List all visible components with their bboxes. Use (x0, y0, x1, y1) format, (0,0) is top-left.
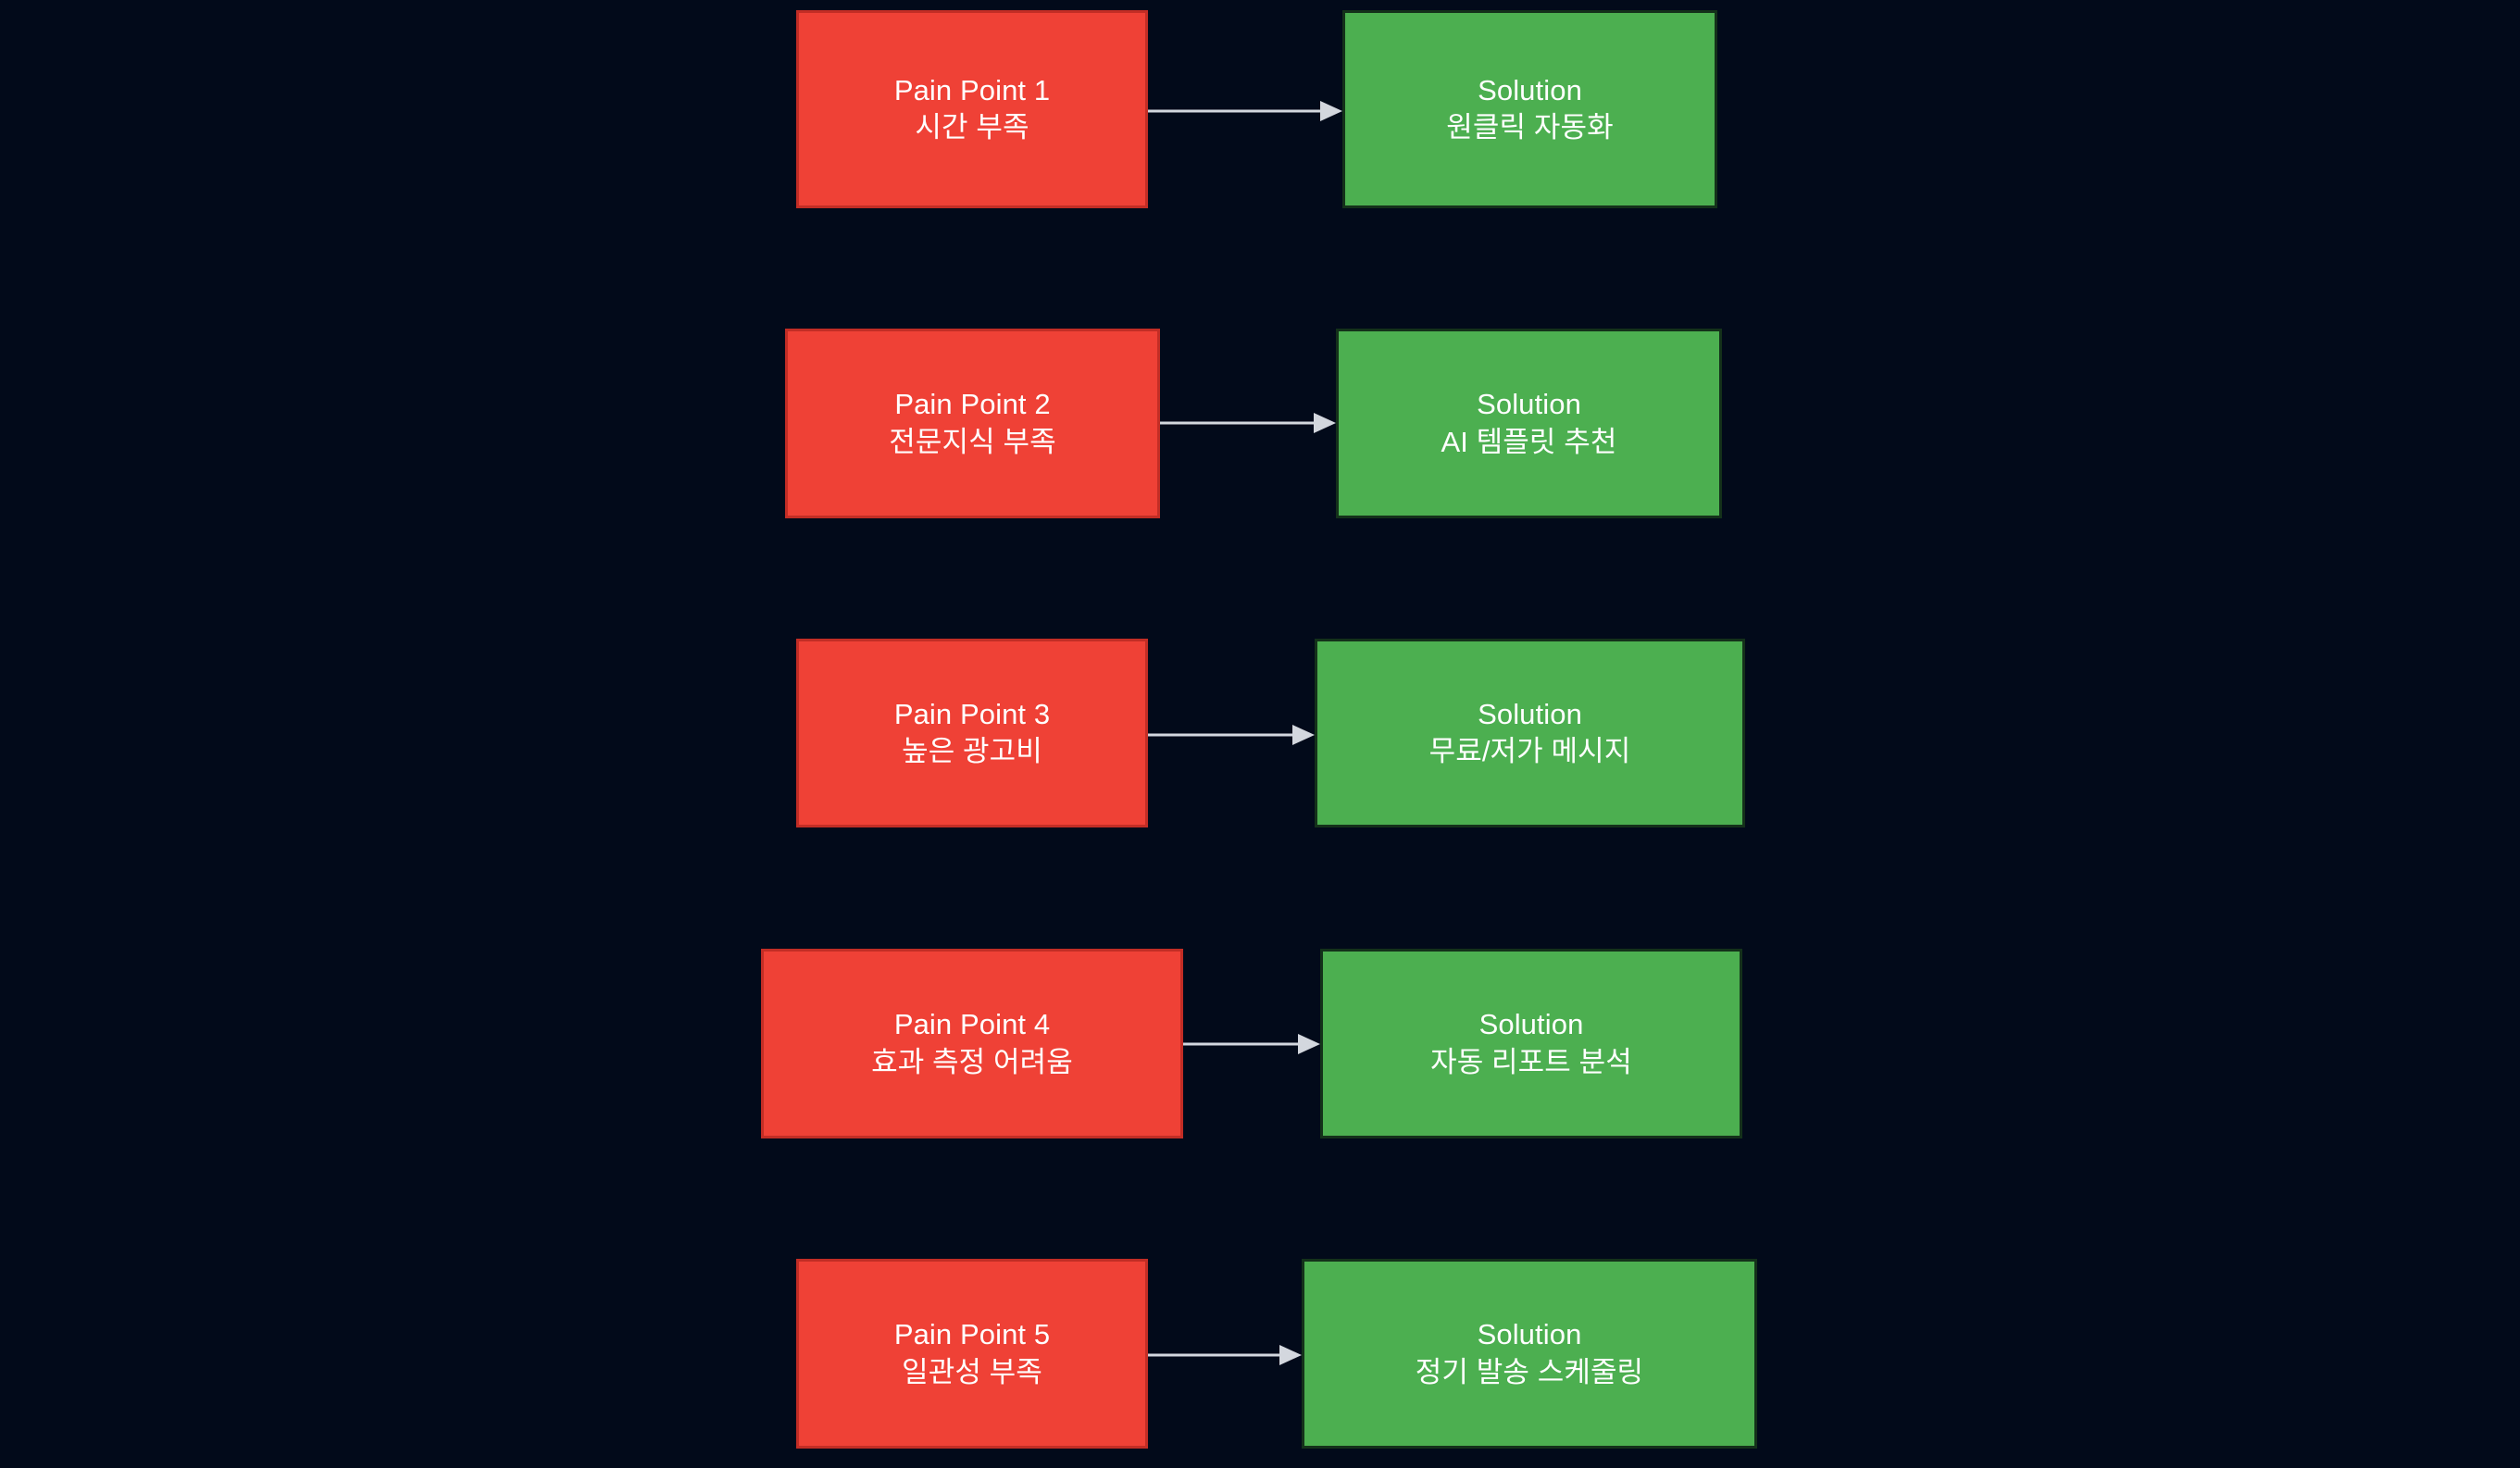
solution-node-5-subtitle: 정기 발송 스케줄링 (1415, 1355, 1644, 1388)
pain-point-node-4[interactable]: Pain Point 4 효과 측정 어려움 (761, 949, 1183, 1138)
pain-point-node-2-subtitle: 전문지식 부족 (889, 425, 1056, 458)
edge-3-arrowhead-icon (1292, 725, 1315, 745)
pain-point-node-5-title: Pain Point 5 (893, 1318, 1051, 1351)
edge-2-arrowhead-icon (1314, 413, 1336, 433)
flow-row-2: Pain Point 2 전문지식 부족 Solution AI 템플릿 추천 (0, 0, 2520, 518)
edge-5 (1148, 1345, 1302, 1365)
pain-point-node-1-subtitle: 시간 부족 (915, 111, 1029, 143)
flow-row-4: Pain Point 4 효과 측정 어려움 Solution 자동 리포트 분… (0, 0, 2520, 1138)
solution-node-1-title: Solution (1478, 73, 1582, 106)
solution-node-5-title: Solution (1477, 1318, 1582, 1351)
solution-node-1[interactable]: Solution 원클릭 자동화 (1342, 10, 1717, 208)
pain-point-node-2-title: Pain Point 2 (894, 388, 1051, 421)
pain-point-node-5[interactable]: Pain Point 5 일관성 부족 (796, 1259, 1148, 1449)
edge-4-arrowhead-icon (1298, 1034, 1320, 1054)
pain-point-node-3-title: Pain Point 3 (893, 697, 1051, 730)
solution-node-4-subtitle: 자동 리포트 분석 (1430, 1045, 1632, 1078)
flow-row-1: Pain Point 1 시간 부족 Solution 원클릭 자동화 (0, 0, 2520, 222)
edge-5-arrowhead-icon (1279, 1345, 1302, 1365)
edge-2 (1160, 413, 1336, 433)
solution-node-3[interactable]: Solution 무료/저가 메시지 (1315, 639, 1745, 827)
solution-node-4-title: Solution (1478, 1008, 1584, 1041)
solution-node-2[interactable]: Solution AI 템플릿 추천 (1336, 329, 1722, 518)
edge-3 (1148, 725, 1315, 745)
solution-node-5[interactable]: Solution 정기 발송 스케줄링 (1302, 1259, 1757, 1449)
edge-4 (1183, 1034, 1320, 1054)
flow-row-3: Pain Point 3 높은 광고비 Solution 무료/저가 메시지 (0, 0, 2520, 827)
solution-node-3-title: Solution (1478, 697, 1582, 730)
pain-point-node-5-subtitle: 일관성 부족 (902, 1355, 1042, 1388)
solution-node-2-subtitle: AI 템플릿 추천 (1441, 425, 1617, 458)
solution-node-1-subtitle: 원클릭 자동화 (1446, 111, 1614, 143)
pain-point-node-4-subtitle: 효과 측정 어려움 (871, 1045, 1073, 1078)
pain-point-node-2[interactable]: Pain Point 2 전문지식 부족 (785, 329, 1160, 518)
solution-node-3-subtitle: 무료/저가 메시지 (1428, 735, 1631, 767)
pain-point-node-3[interactable]: Pain Point 3 높은 광고비 (796, 639, 1148, 827)
pain-point-node-4-title: Pain Point 4 (893, 1008, 1051, 1041)
pain-point-node-1[interactable]: Pain Point 1 시간 부족 (796, 10, 1148, 208)
pain-point-node-1-title: Pain Point 1 (893, 73, 1051, 106)
solution-node-4[interactable]: Solution 자동 리포트 분석 (1320, 949, 1742, 1138)
pain-point-node-3-subtitle: 높은 광고비 (902, 735, 1042, 767)
solution-node-2-title: Solution (1477, 388, 1581, 421)
